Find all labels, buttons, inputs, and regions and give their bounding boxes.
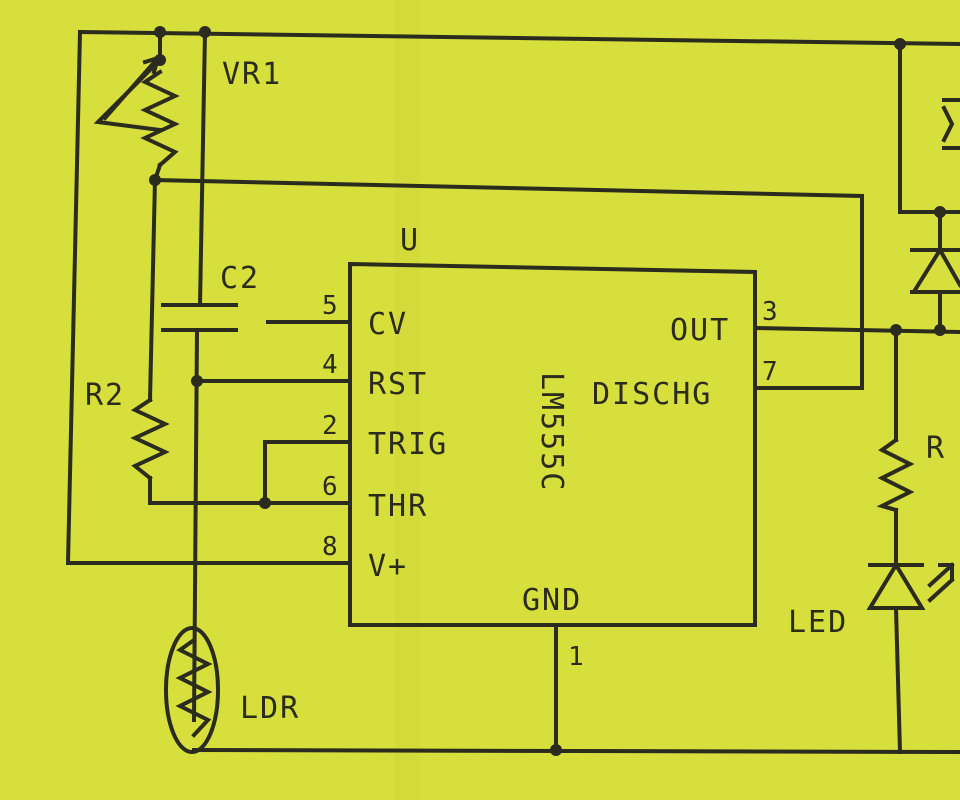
junction xyxy=(149,174,161,186)
pin-name-cv: CV xyxy=(368,307,408,342)
pin-name-vplus: V+ xyxy=(368,549,408,584)
label-ldr: LDR xyxy=(240,691,300,726)
wire-r2-top xyxy=(147,177,158,403)
wire-thr xyxy=(148,476,352,505)
pin-num-rst: 4 xyxy=(322,350,339,380)
pin-name-disch: DISCHG xyxy=(592,377,712,412)
r-zigzag xyxy=(876,437,915,513)
r-resistor xyxy=(876,437,915,513)
ldr-outline xyxy=(164,626,220,754)
label-led: LED xyxy=(788,605,848,640)
wire-top-rail xyxy=(77,29,960,47)
junction xyxy=(199,26,211,38)
pin-num-gnd: 1 xyxy=(568,642,585,672)
pin-num-cv: 5 xyxy=(322,291,339,321)
led-ray-2 xyxy=(927,577,955,603)
pin-name-thr: THR xyxy=(368,489,428,524)
label-chip-ref: U xyxy=(400,223,420,258)
pin-num-trig: 2 xyxy=(322,411,339,441)
led-triangle xyxy=(866,561,926,610)
wire-vplus xyxy=(65,29,352,565)
junction xyxy=(154,26,166,38)
wire-out xyxy=(752,325,960,335)
label-chip-part: LM555C xyxy=(534,372,569,492)
junction xyxy=(550,744,562,756)
wire-trig xyxy=(263,440,352,505)
label-c2: C2 xyxy=(220,261,260,296)
wire-relay-marks xyxy=(941,98,960,150)
pin-name-trig: TRIG xyxy=(368,427,448,462)
pin-num-vplus: 8 xyxy=(322,532,339,562)
paper-fold xyxy=(395,0,420,800)
wire-discharge xyxy=(152,177,864,390)
label-vr1: VR1 xyxy=(222,57,282,92)
ic-555 xyxy=(348,261,757,627)
c2-capacitor xyxy=(161,303,238,332)
wire-c2-top xyxy=(197,29,208,308)
ldr-sensor xyxy=(164,626,220,754)
r2-resistor xyxy=(130,397,170,481)
r2-zigzag xyxy=(130,397,170,481)
wire-c2-bottom xyxy=(191,327,200,723)
label-r: R xyxy=(926,431,946,466)
junction xyxy=(259,497,271,509)
flyback-diode xyxy=(910,247,960,294)
pin-name-rst: RST xyxy=(368,367,428,402)
junction xyxy=(934,324,946,336)
junction xyxy=(890,324,902,336)
wire-ground-rail xyxy=(191,747,960,755)
wire-led-bottom xyxy=(893,605,903,755)
label-r2: R2 xyxy=(85,378,125,413)
led-diode xyxy=(866,561,955,610)
pin-name-out: OUT xyxy=(670,313,730,348)
junction xyxy=(894,38,906,50)
vr1-arrow xyxy=(102,55,161,121)
pin-num-disch: 7 xyxy=(762,357,779,387)
diode-symbol xyxy=(910,247,960,294)
ldr-zigzag xyxy=(175,637,213,738)
junction xyxy=(191,375,203,387)
led-ray-1 xyxy=(927,562,955,588)
junction xyxy=(934,206,946,218)
junctions xyxy=(149,26,946,756)
ic-body xyxy=(348,261,757,627)
vr1-potentiometer xyxy=(102,55,180,168)
pin-num-out: 3 xyxy=(762,297,779,327)
vr1-zigzag xyxy=(140,69,180,168)
labels: VR1 C2 R2 LDR R LED U LM555C 5 4 2 6 8 3… xyxy=(85,57,946,726)
pin-name-gnd: GND xyxy=(522,583,582,618)
pin-num-thr: 6 xyxy=(322,472,339,502)
